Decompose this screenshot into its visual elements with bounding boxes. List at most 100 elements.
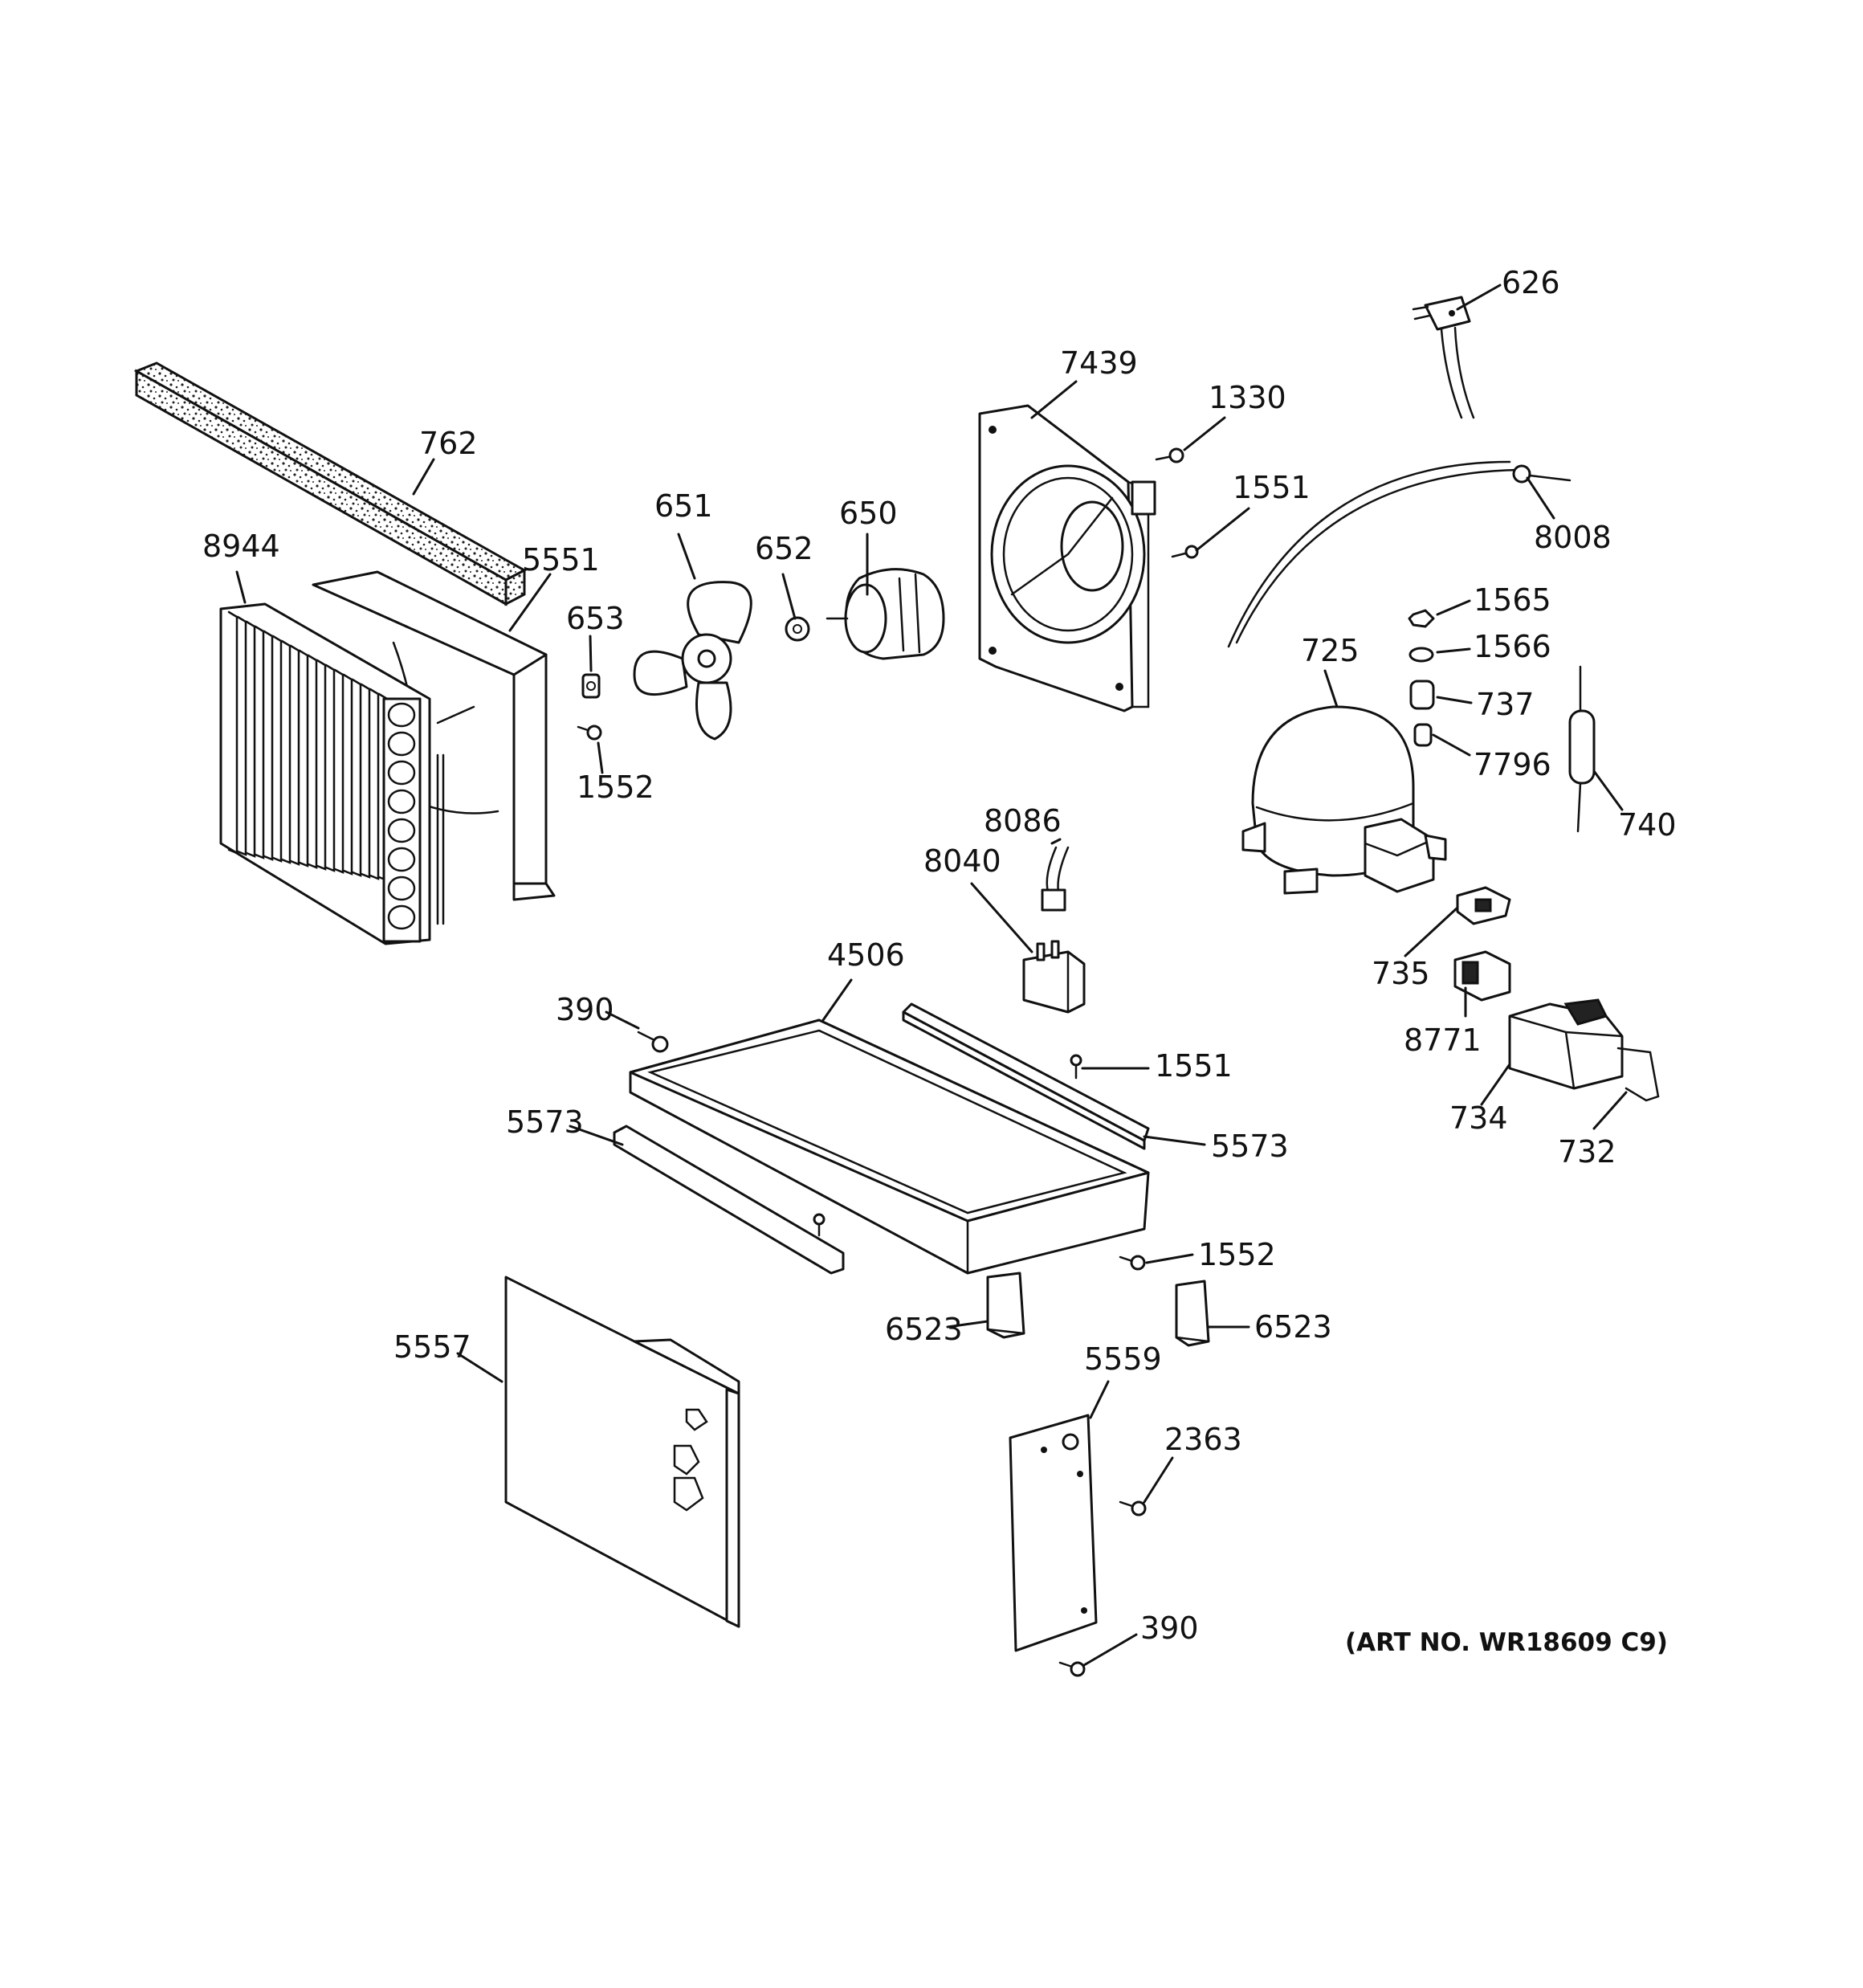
callout-5573-right: 5573 (1211, 1129, 1289, 1164)
fan-shroud-bracket-part (978, 404, 1156, 712)
screw-part (813, 1213, 826, 1237)
callout-725: 725 (1301, 633, 1360, 668)
leader-lines (235, 284, 1628, 1667)
washer-part (785, 616, 810, 642)
callout-1552-top: 1552 (577, 769, 654, 805)
capacitor-part (1508, 998, 1624, 1090)
callout-8771: 8771 (1404, 1023, 1482, 1058)
callout-4506: 4506 (827, 937, 905, 973)
callout-626: 626 (1502, 265, 1560, 300)
access-panel-part (504, 1276, 740, 1628)
callouts: 626 7439 1330 762 1551 8008 651 650 652 … (202, 265, 1677, 1657)
condenser-fin (254, 625, 265, 859)
condenser-fin (342, 673, 353, 876)
callout-7796: 7796 (1474, 747, 1551, 782)
condenser-fin (333, 668, 344, 874)
condenser-fin (280, 639, 291, 864)
screw-part (577, 725, 602, 741)
coil-loop (387, 876, 416, 901)
drier-part (1568, 665, 1596, 833)
condenser-fin (369, 688, 380, 880)
callout-5557: 5557 (393, 1329, 471, 1365)
callout-737: 737 (1476, 687, 1535, 722)
condenser-fin (236, 615, 247, 856)
screw-part (1119, 1255, 1146, 1271)
grommet-part (581, 673, 601, 699)
condenser-fin (263, 630, 274, 861)
callout-8040: 8040 (923, 843, 1001, 879)
start-relay-part (1453, 950, 1511, 1002)
coil-loop (387, 789, 416, 814)
foam-strip-part (133, 361, 528, 606)
mounting-bracket-part (1175, 1280, 1210, 1347)
fan-blade-part (633, 581, 752, 741)
callout-740: 740 (1618, 807, 1677, 843)
callout-390-bottom: 390 (1140, 1610, 1199, 1646)
mounting-plate-part (1009, 1414, 1098, 1652)
condenser-coil-part (219, 570, 556, 945)
screw-part (1119, 1500, 1147, 1517)
callout-5559: 5559 (1084, 1341, 1162, 1377)
callout-650: 650 (839, 496, 898, 531)
callout-1566: 1566 (1474, 629, 1551, 664)
art-number: (ART NO. WR18609 C9) (1345, 1628, 1668, 1657)
condenser-fin (324, 663, 336, 872)
relay-part (1022, 940, 1086, 1014)
condenser-fin (289, 644, 300, 866)
screw-part (1155, 447, 1184, 463)
condenser-fin (227, 610, 238, 855)
callout-1552-mid: 1552 (1198, 1237, 1276, 1272)
callout-5551: 5551 (522, 542, 600, 578)
callout-6523-left: 6523 (885, 1312, 963, 1347)
callout-390-top: 390 (556, 992, 614, 1027)
callout-652: 652 (755, 531, 813, 566)
sleeve-part (1413, 723, 1433, 747)
compressor-part (1241, 705, 1447, 895)
washer-part (1408, 647, 1434, 663)
mounting-bracket-part (986, 1272, 1025, 1339)
screw-part (637, 1031, 669, 1053)
base-pan-part (629, 1018, 1150, 1275)
capacitor-clip-part (1616, 1047, 1660, 1102)
condenser-coil-loops (387, 702, 416, 930)
callout-653: 653 (566, 601, 625, 636)
condenser-fin (351, 678, 362, 877)
condenser-fin (360, 683, 371, 879)
callout-7439: 7439 (1060, 345, 1138, 381)
callout-8944: 8944 (202, 529, 280, 564)
callout-8086: 8086 (984, 803, 1062, 839)
callout-1565: 1565 (1474, 582, 1551, 618)
fan-motor-part (826, 568, 945, 660)
screw-part (1058, 1661, 1086, 1677)
grommet-part (1409, 680, 1435, 710)
rail-part (613, 1125, 845, 1275)
coil-loop (387, 760, 416, 786)
coil-loop (387, 818, 416, 843)
callout-6523-right: 6523 (1254, 1309, 1332, 1345)
callout-732: 732 (1558, 1134, 1616, 1170)
coil-loop (387, 904, 416, 930)
coil-loop (387, 702, 416, 728)
rail-part (902, 1002, 1150, 1150)
callout-8008: 8008 (1534, 520, 1612, 555)
callout-762: 762 (419, 426, 478, 461)
coil-loop (387, 731, 416, 757)
screw-part (1070, 1054, 1082, 1080)
condenser-fin (298, 649, 309, 867)
screw-part (1171, 545, 1199, 559)
condenser-fin (271, 635, 283, 863)
callout-651: 651 (654, 488, 713, 524)
tube-part (1227, 460, 1572, 648)
callout-2363: 2363 (1164, 1422, 1242, 1457)
power-plug-part (1412, 296, 1475, 419)
callout-1551-top: 1551 (1233, 470, 1311, 505)
callout-1330: 1330 (1209, 380, 1286, 415)
callout-1551-mid: 1551 (1155, 1048, 1233, 1084)
relay-cover-part (1456, 886, 1511, 925)
callout-5573-left: 5573 (506, 1104, 584, 1140)
condenser-fin (316, 659, 327, 871)
nut-part (1408, 609, 1435, 628)
coil-loop (387, 847, 416, 872)
